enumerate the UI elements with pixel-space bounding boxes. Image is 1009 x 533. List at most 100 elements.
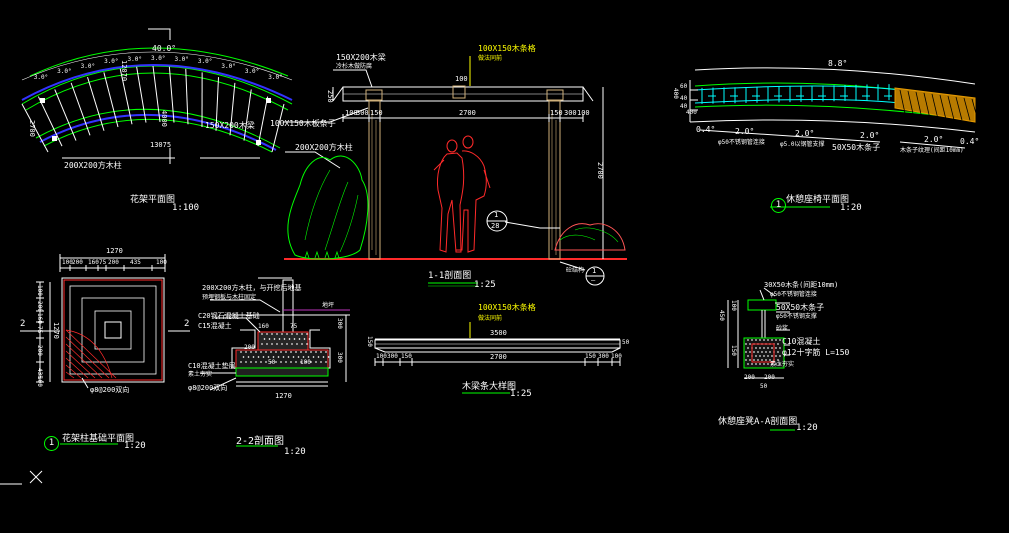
concrete-hatch [275, 351, 277, 353]
concrete-hatch [306, 343, 308, 345]
bench-concrete-hatch [747, 363, 749, 365]
bench-concrete-hatch [777, 359, 779, 361]
section-2-2 [200, 277, 350, 447]
rebar-hatch-line [65, 357, 89, 379]
concrete-hatch [293, 338, 296, 340]
concrete-hatch [245, 351, 247, 353]
beam-dim-5: 150 [585, 353, 596, 360]
concrete-hatch [262, 356, 265, 358]
sec22-dim-4: 300 [336, 352, 343, 363]
concrete-hatch [288, 338, 291, 340]
plan-label-beam: 150X200木梁 [205, 121, 255, 130]
concrete-hatch [240, 351, 242, 353]
sec22-label-6: φ8@200双向 [188, 384, 228, 392]
bench-wood-grain [971, 98, 979, 121]
concrete-hatch [296, 343, 298, 345]
concrete-hatch [320, 351, 322, 353]
bench-concrete-hatch [759, 339, 761, 341]
sec11-label-beam: 150X200木梁 [336, 53, 386, 62]
bench-concrete-hatch [771, 339, 773, 341]
concrete-hatch [276, 333, 278, 335]
sec22-dim-7: 1270 [275, 392, 292, 400]
concrete-hatch [261, 333, 263, 335]
concrete-hatch [291, 333, 293, 335]
concrete-hatch [315, 351, 317, 353]
concrete-hatch [255, 361, 257, 363]
bench-concrete-hatch [763, 355, 765, 357]
concrete-hatch [301, 333, 303, 335]
concrete-hatch [263, 338, 266, 340]
beam-title: 木梁条大样图 [462, 382, 517, 392]
bench-concrete-hatch [747, 355, 749, 357]
concrete-hatch [257, 356, 260, 358]
sec22-label-4: C10混凝土垫层 [188, 362, 236, 370]
concrete-hatch [322, 356, 325, 358]
bench-plan-side-4: 400 [686, 109, 697, 116]
sec11-ref2-den: — [591, 276, 596, 284]
concrete-hatch [265, 361, 267, 363]
sec11-dim-8: 2700 [596, 162, 604, 179]
bench-concrete-hatch [753, 351, 755, 353]
sec11-label-same: 做法同前 [478, 55, 503, 62]
bench-wood-grain [899, 89, 907, 119]
sec11-dim-3: 2700 [459, 109, 476, 117]
plan-beam [152, 65, 161, 123]
sec22-label-3: C15混凝土 [198, 322, 232, 330]
concrete-hatch [303, 338, 306, 340]
concrete-hatch [300, 361, 302, 363]
concrete-hatch [277, 356, 280, 358]
bench-plan-title: 休憩座椅平面图 [786, 195, 850, 205]
bench-plan-label-0: φ50不锈钢管连接 [718, 139, 765, 146]
bench-concrete-hatch [771, 355, 773, 357]
bench-concrete-hatch [751, 339, 753, 341]
bsec-dim-1: 100 [730, 300, 737, 311]
concrete-hatch [281, 343, 283, 345]
sec22-dim-3: 300 [336, 318, 343, 329]
bench-concrete-hatch [747, 347, 749, 349]
sec22-label-5: 素土夯实 [188, 371, 213, 378]
concrete-hatch [285, 351, 287, 353]
concrete-hatch [273, 338, 276, 340]
plan-beam [70, 82, 91, 136]
plan-beam [119, 68, 133, 125]
concrete-hatch [295, 361, 297, 363]
bench-concrete-hatch [767, 339, 769, 341]
sec22-dim-6: 100 [300, 359, 311, 366]
plan-beam [271, 103, 285, 153]
footing-left-dim: 100 [36, 376, 43, 387]
concrete-hatch [290, 351, 292, 353]
bench-plan-circle: 1 [771, 198, 786, 213]
footing-left-dim: 160 [36, 313, 43, 324]
rebar-hatch-line [65, 329, 117, 379]
concrete-hatch [278, 338, 281, 340]
bsec-label-5: C10混凝土 [782, 337, 821, 346]
concrete-hatch [250, 351, 252, 353]
sec11-label-fir: 冷杉木做防腐 [336, 63, 373, 70]
bsec-scale: 1:20 [796, 423, 818, 433]
bench-wood-grain [923, 92, 931, 119]
concrete-hatch [300, 351, 302, 353]
concrete-hatch [292, 356, 295, 358]
plan-segment-angle: 3.0° [197, 58, 213, 66]
concrete-hatch [247, 356, 250, 358]
plan-dim-right: 12070 [120, 60, 128, 82]
rebar-hatch-line [65, 336, 110, 379]
bench-plan-angle: 8.8° [828, 59, 848, 68]
footing-left-dim: 200 [36, 345, 43, 356]
sec11-ref-den: 28 [491, 222, 500, 230]
plan-title: 花架平面图 [130, 195, 176, 205]
bench-wood-grain [907, 90, 915, 119]
bench-concrete-hatch [759, 355, 761, 357]
bench-concrete-hatch [777, 343, 779, 345]
bench-concrete-hatch [775, 347, 777, 349]
footing-sub-dim: 200 [108, 259, 119, 266]
footing-sub-dim: 100 [62, 259, 73, 266]
concrete-hatch [275, 361, 277, 363]
plan-label-column: 200X200方木柱 [64, 161, 122, 170]
plan-segment-angle: 3.0° [244, 67, 260, 75]
sec11-dim-7: 250 [326, 90, 334, 103]
bench-plan-scale: 1:20 [840, 203, 862, 213]
concrete-hatch [260, 361, 262, 363]
concrete-hatch [312, 356, 315, 358]
